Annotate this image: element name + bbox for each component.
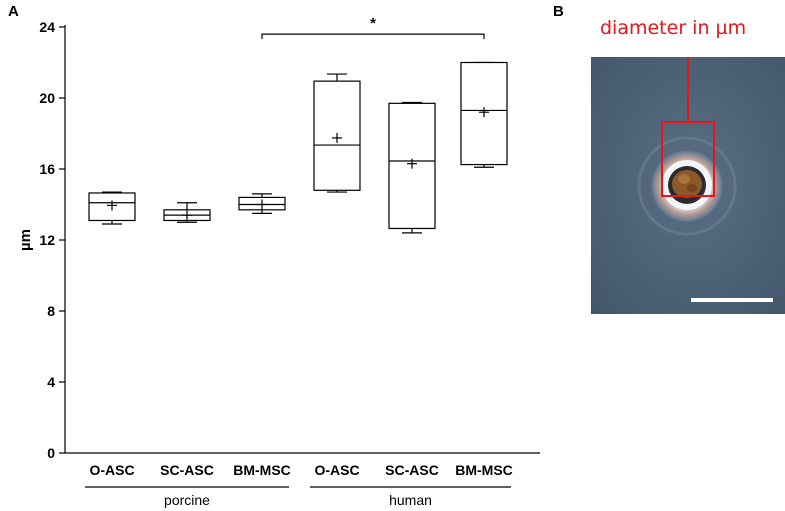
group-label: human <box>389 492 432 508</box>
panel-letter-b: B <box>553 3 564 20</box>
category-label: SC-ASC <box>385 462 439 478</box>
panel-letter-a: A <box>8 3 19 20</box>
significance-star: * <box>370 15 376 32</box>
y-tick-label: 8 <box>47 303 55 319</box>
y-tick-label: 0 <box>47 445 55 461</box>
category-label: BM-MSC <box>455 462 513 478</box>
y-tick-label: 20 <box>39 90 55 106</box>
significance-bracket <box>261 33 485 40</box>
group-label: porcine <box>164 492 210 508</box>
box-plot-chart: 0 4 8 12 16 20 24 µmO-ASC SC-ASC BM-MSC O-ASC SC-AS… <box>17 15 540 508</box>
category-label: O-ASC <box>314 462 359 478</box>
y-tick-label: 24 <box>39 19 55 35</box>
y-tick-label: 16 <box>39 161 55 177</box>
y-tick-label: 4 <box>47 374 55 390</box>
cell-micrograph <box>591 57 785 314</box>
category-label: SC-ASC <box>160 462 214 478</box>
cell-nucleus <box>672 170 702 198</box>
y-axis-label: µm <box>17 229 34 251</box>
category-label: BM-MSC <box>233 462 291 478</box>
y-tick-label: 12 <box>39 232 55 248</box>
category-label: O-ASC <box>89 462 134 478</box>
diameter-annotation: diameter in µm <box>600 17 747 39</box>
